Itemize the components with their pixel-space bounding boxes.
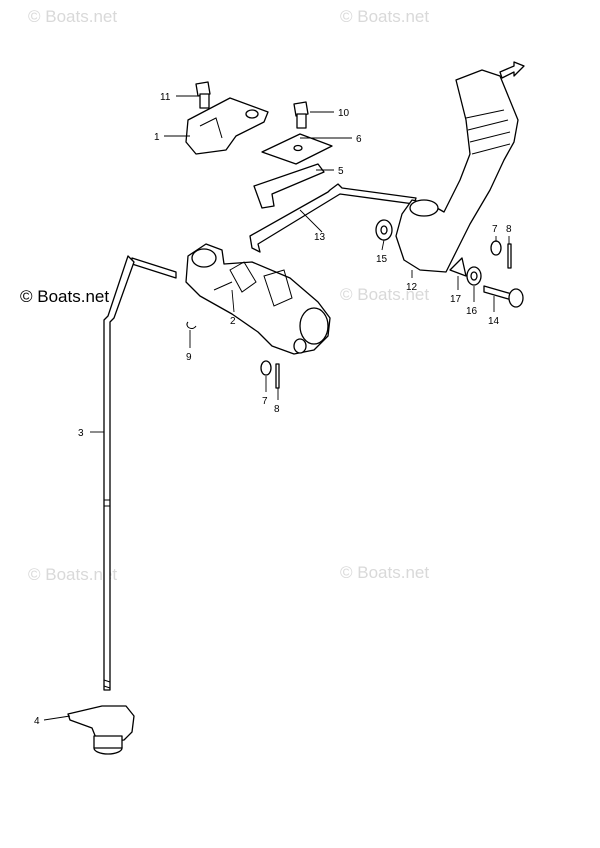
callout-17: 17 — [450, 294, 462, 305]
callout-3: 3 — [78, 428, 84, 439]
part-17-wave-washer — [449, 257, 467, 277]
watermark-top-right: © Boats.net — [340, 7, 429, 26]
callout-15: 15 — [376, 254, 388, 265]
callout-8-upper: 8 — [506, 224, 512, 235]
callout-10: 10 — [338, 108, 350, 119]
watermark-low-right: © Boats.net — [340, 563, 429, 582]
part-2-shift-assembly — [185, 243, 331, 355]
watermark-mid-left: © Boats.net — [20, 287, 109, 306]
part-7-washer-upper — [490, 240, 502, 256]
callout-7-lower: 7 — [262, 396, 268, 407]
watermark-mid-right: © Boats.net — [340, 285, 429, 304]
callout-6: 6 — [356, 134, 362, 145]
callout-12: 12 — [406, 282, 418, 293]
part-16-washer — [466, 266, 482, 286]
watermark-low-left: © Boats.net — [28, 565, 117, 584]
part-7-washer-lower — [260, 360, 272, 376]
callout-8-lower: 8 — [274, 404, 280, 415]
callout-1: 1 — [154, 132, 160, 143]
part-15-washer — [375, 219, 393, 241]
part-5-link — [253, 163, 325, 209]
callout-7-upper: 7 — [492, 224, 498, 235]
callout-9: 9 — [186, 352, 192, 363]
callout-5: 5 — [338, 166, 344, 177]
part-8-pin-lower — [275, 363, 280, 389]
part-12-shift-lever — [395, 69, 519, 273]
part-13-rod — [249, 183, 417, 253]
part-6-plate — [261, 133, 333, 165]
callout-14: 14 — [488, 316, 500, 327]
callout-13: 13 — [314, 232, 326, 243]
part-10-bolt — [293, 101, 309, 129]
callout-labels: 11 1 10 6 5 13 15 12 7 8 17 16 14 2 9 7 … — [34, 92, 512, 727]
leader-lines — [43, 95, 510, 721]
callout-16: 16 — [466, 306, 478, 317]
part-9-clip — [186, 321, 197, 329]
watermark-top-left: © Boats.net — [28, 7, 117, 26]
part-4-fitting — [67, 705, 135, 755]
part-14-bolt — [483, 285, 524, 308]
callout-2: 2 — [230, 316, 236, 327]
part-3-shift-rod — [103, 255, 177, 691]
part-8-pin-upper — [507, 243, 512, 269]
part-11-bolt — [195, 81, 211, 109]
callout-4: 4 — [34, 716, 40, 727]
fwd-arrow-icon — [499, 61, 525, 79]
part-1-bracket — [185, 97, 269, 155]
callout-11: 11 — [160, 92, 171, 103]
